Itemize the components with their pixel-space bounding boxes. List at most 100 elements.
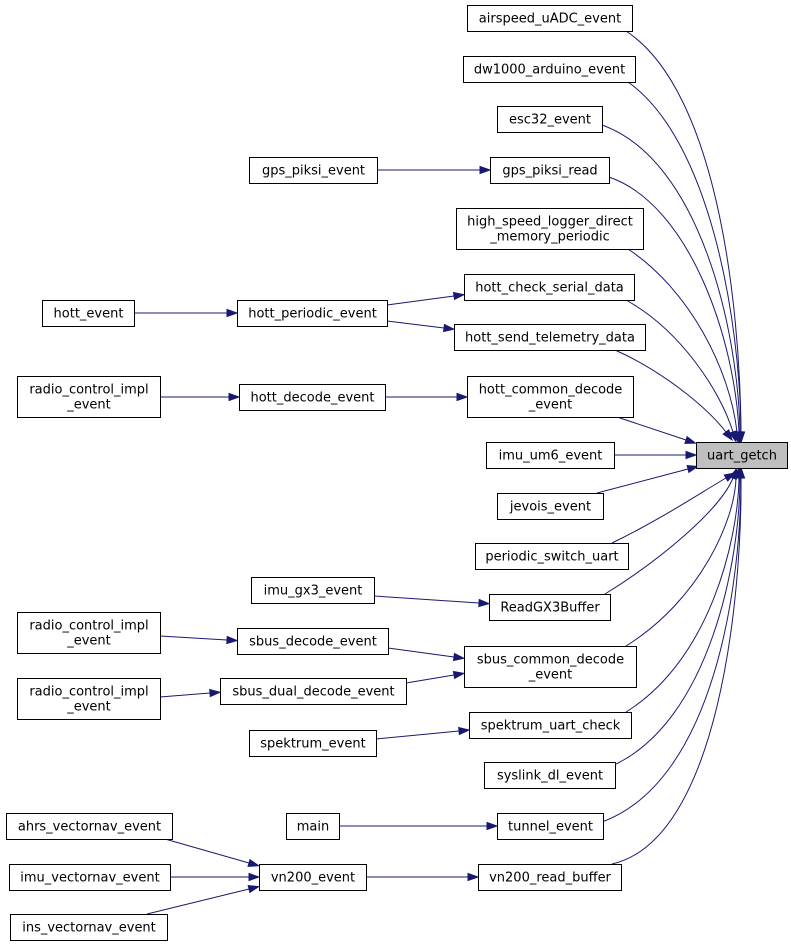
arrowhead-icon: [728, 430, 737, 443]
arrowhead-icon: [228, 392, 241, 402]
node-imu_vectornav_event[interactable]: imu_vectornav_event: [9, 864, 171, 891]
edge-radio_control_impl_1-to-hott_decode_event: [160, 392, 241, 402]
arrowhead-icon: [456, 392, 469, 402]
node-gps_piksi_event[interactable]: gps_piksi_event: [249, 157, 378, 184]
node-label: _event: [66, 634, 111, 649]
edge-line: [386, 320, 445, 329]
node-hott_send_telemetry_data[interactable]: hott_send_telemetry_data: [454, 324, 646, 351]
edge-line: [625, 477, 740, 713]
node-hott_check_serial_data[interactable]: hott_check_serial_data: [464, 274, 635, 301]
node-label: sbus_decode_event: [249, 635, 377, 650]
node-jevois_event[interactable]: jevois_event: [497, 493, 604, 520]
node-radio_control_impl_3[interactable]: radio_control_impl_event: [17, 678, 161, 720]
node-ins_vectornav_event[interactable]: ins_vectornav_event: [10, 914, 168, 941]
node-label: hott_check_serial_data: [475, 281, 624, 296]
node-box: [469, 712, 632, 739]
edge-vn200_event-to-vn200_read_buffer: [366, 872, 480, 882]
edge-hott_common_decode_event-to-uart_getch: [616, 416, 697, 444]
node-box: [475, 543, 629, 570]
edge-main-to-tunnel_event: [339, 821, 499, 831]
node-box: [463, 56, 636, 83]
node-box: [17, 376, 161, 418]
node-hott_event[interactable]: hott_event: [42, 300, 135, 327]
edge-line: [159, 692, 211, 698]
node-label: syslink_dl_event: [497, 769, 603, 784]
edge-sbus_common_decode_event-to-uart_getch: [625, 466, 741, 647]
node-box: [259, 864, 367, 891]
edge-line: [405, 674, 455, 684]
edge-gps_piksi_event-to-gps_piksi_read: [377, 165, 492, 175]
node-box: [237, 628, 389, 655]
node-tunnel_event[interactable]: tunnel_event: [497, 813, 604, 840]
node-box: [467, 5, 633, 32]
node-imu_gx3_event[interactable]: imu_gx3_event: [251, 577, 375, 604]
node-label: hott_event: [54, 307, 124, 322]
node-ahrs_vectornav_event[interactable]: ahrs_vectornav_event: [6, 813, 173, 840]
node-label: radio_control_impl: [29, 383, 148, 398]
arrowhead-icon: [226, 308, 239, 318]
node-sbus_dual_decode_event[interactable]: sbus_dual_decode_event: [220, 678, 407, 705]
node-sbus_decode_event[interactable]: sbus_decode_event: [237, 628, 389, 655]
node-label: hott_send_telemetry_data: [465, 331, 635, 346]
node-box: [484, 762, 616, 789]
node-hott_common_decode_event[interactable]: hott_common_decode_event: [467, 376, 634, 418]
edge-line: [608, 176, 740, 433]
node-gps_piksi_read[interactable]: gps_piksi_read: [490, 157, 610, 184]
edge-line: [611, 477, 742, 865]
node-label: _event: [66, 398, 111, 413]
node-box: [478, 864, 622, 891]
node-box: [251, 577, 375, 604]
node-spektrum_uart_check[interactable]: spektrum_uart_check: [469, 712, 632, 739]
node-imu_um6_event[interactable]: imu_um6_event: [486, 442, 615, 469]
node-box: [490, 157, 610, 184]
edge-vn200_read_buffer-to-uart_getch: [611, 466, 746, 865]
node-spektrum_event[interactable]: spektrum_event: [249, 730, 377, 757]
node-vn200_read_buffer[interactable]: vn200_read_buffer: [478, 864, 622, 891]
node-label: imu_gx3_event: [264, 584, 363, 599]
node-box: [6, 813, 173, 840]
edge-line: [375, 730, 460, 740]
edge-line: [627, 248, 738, 433]
edge-line: [373, 595, 480, 604]
node-box: [497, 493, 604, 520]
node-sbus_common_decode_event[interactable]: sbus_common_decode_event: [464, 646, 637, 688]
edge-ReadGX3Buffer-to-uart_getch: [604, 467, 738, 595]
node-periodic_switch_uart[interactable]: periodic_switch_uart: [475, 543, 629, 570]
node-label: hott_common_decode: [479, 383, 623, 398]
node-label: imu_vectornav_event: [20, 871, 159, 886]
arrowhead-icon: [452, 652, 466, 662]
edge-line: [625, 30, 742, 433]
node-radio_control_impl_1[interactable]: radio_control_impl_event: [17, 376, 161, 418]
arrowhead-icon: [686, 465, 700, 474]
node-label: spektrum_event: [260, 737, 365, 752]
edge-sbus_decode_event-to-sbus_common_decode_event: [387, 647, 466, 662]
edge-line: [159, 635, 228, 641]
node-hott_periodic_event[interactable]: hott_periodic_event: [237, 300, 388, 327]
node-syslink_dl_event[interactable]: syslink_dl_event: [484, 762, 616, 789]
node-label: main: [297, 820, 329, 835]
node-main[interactable]: main: [286, 813, 340, 840]
node-high_speed_logger[interactable]: high_speed_logger_direct_memory_periodic: [456, 208, 644, 250]
node-airspeed_uADC_event[interactable]: airspeed_uADC_event: [467, 5, 633, 32]
node-vn200_event[interactable]: vn200_event: [259, 864, 367, 891]
node-dw1000_arduino_event[interactable]: dw1000_arduino_event: [463, 56, 636, 83]
node-ReadGX3Buffer[interactable]: ReadGX3Buffer: [489, 594, 611, 621]
edge-tunnel_event-to-uart_getch: [601, 466, 746, 823]
node-box: [249, 157, 378, 184]
node-radio_control_impl_2[interactable]: radio_control_impl_event: [17, 612, 161, 654]
edge-line: [616, 416, 687, 441]
edge-line: [625, 299, 734, 433]
node-hott_decode_event[interactable]: hott_decode_event: [239, 384, 386, 411]
node-label: _event: [528, 668, 573, 683]
node-esc32_event[interactable]: esc32_event: [497, 106, 603, 133]
arrowhead-icon: [736, 466, 746, 479]
node-uart_getch[interactable]: uart_getch: [696, 442, 788, 469]
node-label: tunnel_event: [508, 820, 593, 835]
node-box: [464, 274, 635, 301]
node-label: radio_control_impl: [29, 685, 148, 700]
edge-hott_send_telemetry_data-to-uart_getch: [614, 349, 734, 442]
node-label: ahrs_vectornav_event: [18, 820, 161, 835]
node-box: [497, 813, 604, 840]
edge-line: [614, 349, 727, 433]
edge-line: [387, 647, 455, 658]
